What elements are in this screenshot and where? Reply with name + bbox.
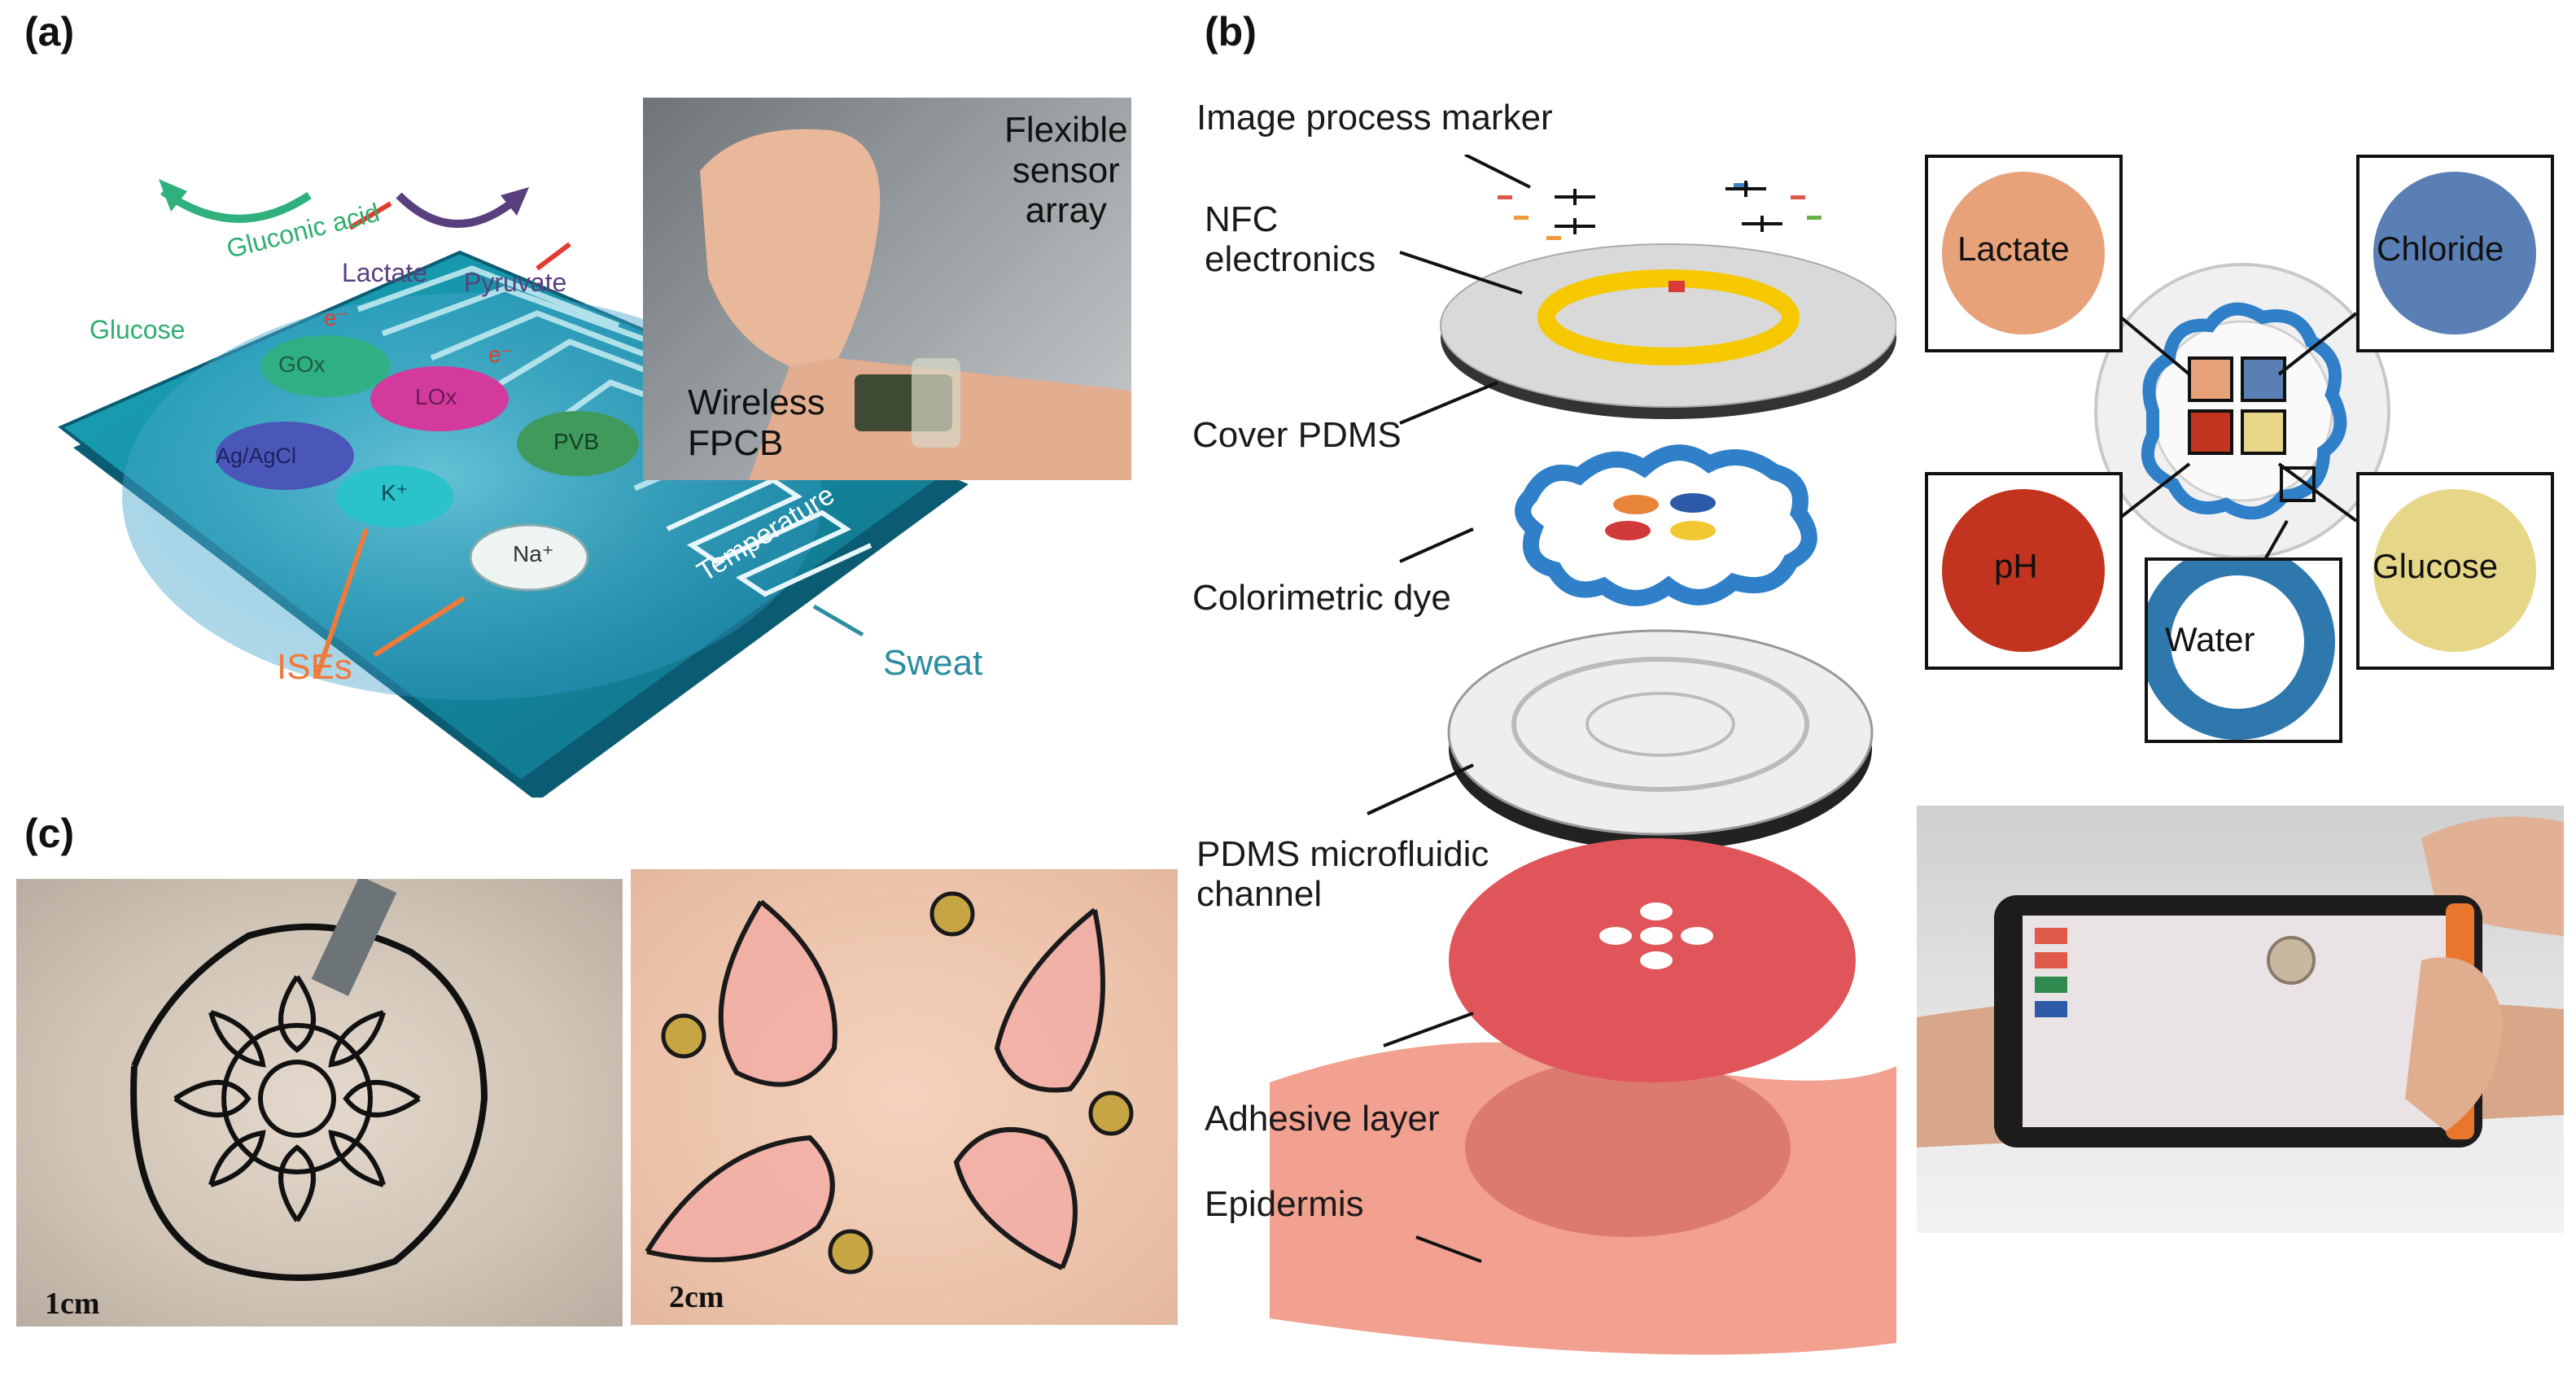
lactate-dot xyxy=(1942,172,2105,334)
scale-1cm-label: 1cm xyxy=(45,1287,100,1321)
cover-pdms-label: Cover PDMS xyxy=(1192,415,1402,455)
pyruvate-label: Pyruvate xyxy=(464,268,567,297)
gox-label: GOx xyxy=(278,352,326,377)
epidermis-label: Epidermis xyxy=(1205,1184,1364,1224)
pvb-label: PVB xyxy=(553,429,600,454)
panel-c-label: (c) xyxy=(24,811,75,856)
lox-label: LOx xyxy=(415,384,457,409)
glucose-dot xyxy=(2373,489,2536,652)
leaf-electrodes-drawing xyxy=(645,891,1134,1274)
glucose-readout-label: Glucose xyxy=(2373,547,2499,585)
water-readout-label: Water xyxy=(2165,620,2255,658)
flexible-label-line3: array xyxy=(1025,190,1107,231)
wireless-label-line2: FPCB xyxy=(688,422,784,463)
ph-dot xyxy=(1942,489,2105,652)
adhesive-layer-label: Adhesive layer xyxy=(1205,1099,1440,1139)
nfc-label-line1: NFC xyxy=(1205,199,1279,239)
mandala-tattoo-drawing xyxy=(130,879,488,1281)
flexible-label-line1: Flexible xyxy=(1004,110,1128,150)
pdms-microfluidic-channel-label: PDMS microfluidic channel xyxy=(1196,834,1489,915)
tattoo-drawing-photo xyxy=(16,879,623,1327)
leaf-tattoo-photo xyxy=(631,869,1178,1325)
wrist-sensor-photo xyxy=(643,98,1131,480)
sweat-label: Sweat xyxy=(883,643,983,683)
panel-b-label: (b) xyxy=(1205,9,1257,55)
chloride-readout-label: Chloride xyxy=(2377,230,2504,268)
chloride-dot xyxy=(2373,172,2536,334)
ag-agcl-label: Ag/AgCl xyxy=(216,444,297,468)
k-label: K⁺ xyxy=(381,480,409,505)
ph-readout-label: pH xyxy=(1994,547,2038,585)
na-label: Na⁺ xyxy=(513,541,554,566)
ph-tile xyxy=(1925,472,2123,670)
panel-b-layer-stack xyxy=(1270,155,1896,1355)
nfc-electronics-label: NFC electronics xyxy=(1205,199,1375,280)
panel-a-label: (a) xyxy=(24,9,75,55)
chloride-tile xyxy=(2356,155,2554,352)
smartphone-drawing xyxy=(1917,816,2564,1148)
lactate-readout-label: Lactate xyxy=(1957,230,2070,268)
wireless-label-line1: Wireless xyxy=(688,382,825,422)
lactate-tile xyxy=(1925,155,2123,352)
pdms-label-line1: PDMS microfluidic xyxy=(1196,834,1489,874)
nfc-label-line2: electronics xyxy=(1205,239,1376,280)
lactate-label-a: Lactate xyxy=(342,258,427,287)
pdms-label-line2: channel xyxy=(1196,874,1323,915)
smartphone-photo xyxy=(1917,806,2564,1233)
electron-label-1: e⁻ xyxy=(324,305,349,330)
colorimetric-dye-label: Colorimetric dye xyxy=(1192,578,1451,618)
water-tile xyxy=(2145,557,2342,743)
electron-label-2: e⁻ xyxy=(488,342,514,367)
image-process-marker-label: Image process marker xyxy=(1196,98,1553,138)
glucose-tile xyxy=(2356,472,2554,670)
flexible-sensor-array-label: Flexible sensor array xyxy=(1004,110,1128,231)
glucose-label: Glucose xyxy=(90,315,186,344)
scale-2cm-label: 2cm xyxy=(669,1280,724,1314)
wireless-fpcb-label: Wireless FPCB xyxy=(688,382,825,463)
ises-label: ISEs xyxy=(277,647,352,687)
flexible-label-line2: sensor xyxy=(1012,150,1120,190)
wrist-sensor-drawing xyxy=(700,129,1131,480)
